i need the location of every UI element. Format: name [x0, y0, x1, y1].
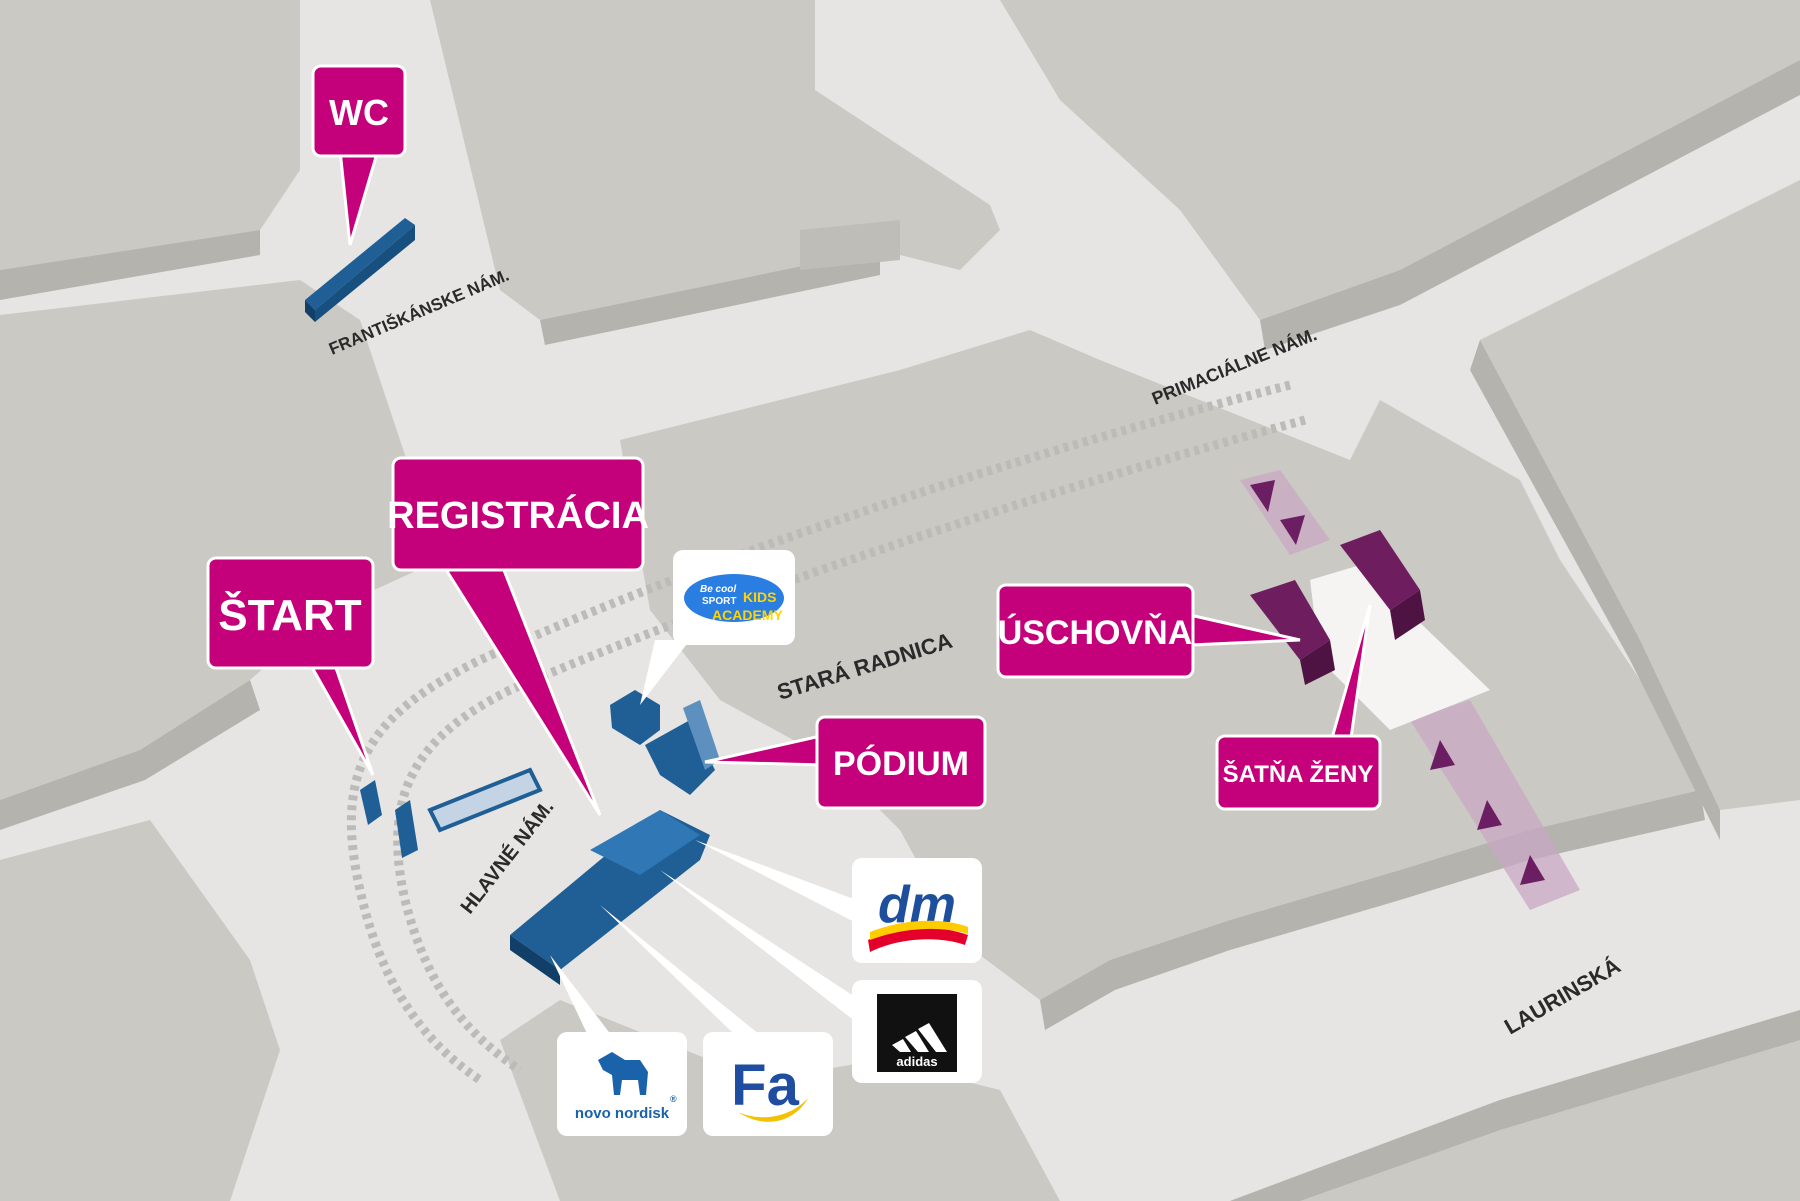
building-side: [0, 230, 260, 300]
fa-pointer: [600, 905, 760, 1035]
adidas-stripe: [918, 1023, 947, 1052]
sponsor-pointers: [550, 640, 870, 1040]
adidas-logo-text: adidas: [896, 1054, 937, 1069]
novo-nordisk-logo-text: novo nordisk: [575, 1105, 670, 1122]
callout-registracia: REGISTRÁCIA: [387, 456, 649, 572]
building-side: [1260, 60, 1800, 350]
sponsor-dm: dm: [852, 858, 982, 963]
tram-tracks: [347, 380, 1307, 1084]
wc-tent: [315, 225, 415, 322]
kids-academy-logo: [684, 574, 784, 622]
sponsor-fa: Fa: [703, 1032, 833, 1136]
callout-label-registracia: REGISTRÁCIA: [387, 493, 649, 537]
tram-track: [393, 415, 1307, 1074]
adidas-pointer: [660, 870, 860, 1025]
building-side: [1230, 1010, 1800, 1201]
start-gate: [360, 767, 543, 858]
novo-pointer: [550, 955, 615, 1040]
kids-pointer: [640, 640, 690, 705]
callout-label-podium: PÓDIUM: [833, 745, 969, 783]
callout-pointers: [301, 148, 1372, 816]
route-arrow: [1477, 800, 1502, 830]
building: [800, 220, 900, 270]
callout-label-uschovna: ÚSCHOVŇA: [998, 614, 1193, 652]
building: [1480, 180, 1800, 810]
wardrobe-tent: [1250, 580, 1330, 660]
kids-academy-line2: SPORT: [702, 596, 736, 607]
sponsor-novo-nordisk: novo nordisk ®: [557, 1032, 687, 1136]
start-post: [395, 800, 418, 858]
start-post: [360, 780, 382, 825]
wardrobe-tent: [1390, 590, 1425, 640]
callout-satna-zeny: ŠATŇA ŽENY: [1215, 734, 1382, 811]
building: [1000, 0, 1800, 320]
podium-backdrop: [683, 700, 720, 770]
tram-track: [347, 380, 1292, 1084]
start-arch: [427, 767, 543, 833]
dm-swoosh: [868, 928, 968, 952]
wc-tent: [305, 300, 315, 322]
building-side: [540, 250, 880, 345]
adidas-stripe: [905, 1031, 929, 1052]
kids-academy-line1: Be cool: [700, 584, 736, 595]
callout-podium: PÓDIUM: [815, 715, 987, 810]
registration-tent-side: [510, 935, 560, 985]
novo-nordisk-bull-logo: [598, 1052, 648, 1095]
wardrobe-tent: [1340, 530, 1420, 610]
callout-label-wc: WC: [329, 92, 389, 133]
route-path: [1410, 700, 1580, 910]
fa-swoosh: [738, 1098, 808, 1122]
fa-logo-text: Fa: [731, 1053, 799, 1118]
route-arrow: [1280, 515, 1305, 545]
callout-wc: WC: [311, 64, 407, 158]
registration-roof: [590, 810, 700, 875]
wardrobe-tent: [1300, 640, 1335, 685]
building-side: [1470, 340, 1720, 840]
callout-label-start: ŠTART: [218, 589, 362, 640]
dm-pointer: [695, 840, 870, 930]
building: [0, 0, 300, 270]
wc-tents: [305, 218, 415, 322]
building: [0, 280, 440, 800]
building: [0, 820, 280, 1201]
callout-start: ŠTART: [206, 556, 375, 670]
wardrobe-tents: [1250, 530, 1425, 685]
kids-academy-line4: ACADEMY: [712, 607, 783, 623]
dm-swoosh-yellow: [870, 920, 968, 940]
novo-nordisk-mark: ®: [670, 1094, 677, 1104]
wc-tent: [305, 218, 415, 310]
expo-tents: [510, 690, 720, 985]
kids-academy-line3: KIDS: [743, 589, 776, 605]
route-arrow: [1430, 740, 1455, 770]
adidas-stripe: [892, 1039, 911, 1052]
route-arrow: [1250, 480, 1275, 512]
route-corridor: [1240, 470, 1580, 910]
sponsor-adidas: adidas: [852, 980, 982, 1083]
kids-tent: [610, 690, 660, 745]
callout-uschovna: ÚSCHOVŇA: [996, 583, 1195, 679]
route-arrow: [1520, 855, 1545, 885]
callout-label-satna-zeny: ŠATŇA ŽENY: [1223, 760, 1374, 788]
building-side: [0, 680, 260, 830]
sponsor-kids-academy: Be cool SPORT KIDS ACADEMY: [673, 550, 795, 645]
